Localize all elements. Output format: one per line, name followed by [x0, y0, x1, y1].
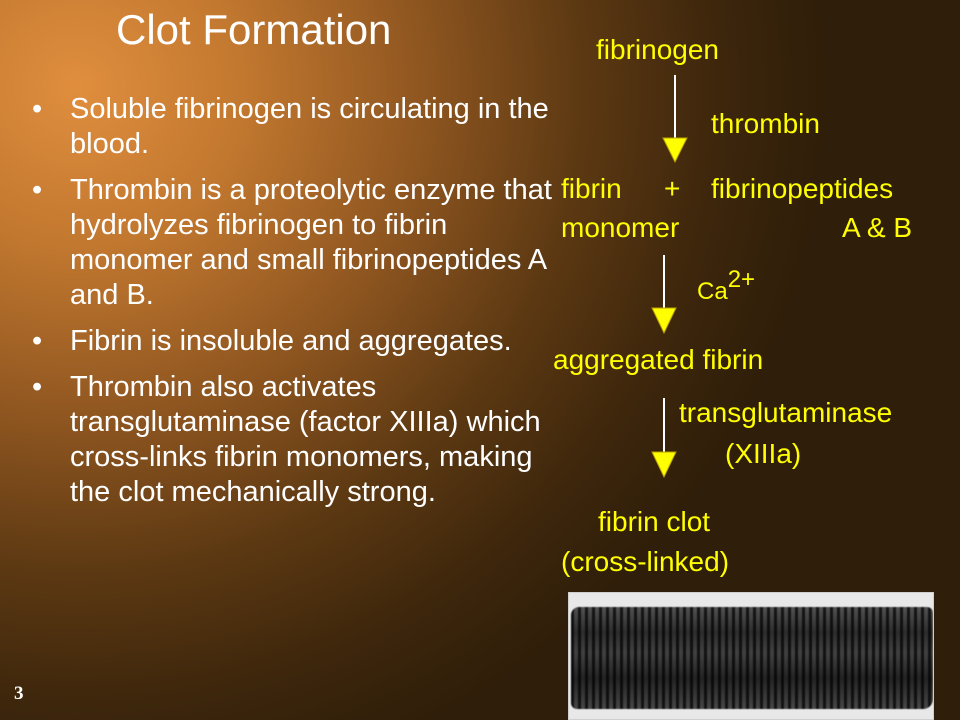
label-plus: + — [664, 173, 681, 204]
bullet-text: Soluble fibrinogen is circulating in the… — [70, 93, 549, 160]
calcium-charge: 2+ — [727, 266, 756, 293]
bullet-dot-icon: • — [32, 325, 43, 357]
label-cross-linked: (cross-linked) — [561, 546, 730, 577]
label-calcium: Ca2+ — [697, 268, 755, 304]
bullet-item: • Thrombin also activates transglutaminas… — [32, 370, 552, 510]
calcium-symbol: Ca — [697, 278, 728, 305]
label-transglutaminase: transglutaminase — [679, 397, 893, 428]
slide-title: Clot Formation — [116, 6, 392, 53]
arrow-down-icon — [651, 398, 677, 479]
label-xiiia: (XIIIa) — [725, 438, 802, 469]
label-fibrinogen: fibrinogen — [596, 34, 719, 65]
label-fibrin-clot: fibrin clot — [598, 506, 711, 537]
bullet-dot-icon: • — [32, 371, 43, 403]
fibrin-micrograph-image — [568, 592, 934, 720]
arrow-down-icon — [662, 75, 688, 164]
label-aggregated-fibrin: aggregated fibrin — [553, 344, 764, 375]
page-number: 3 — [14, 683, 24, 704]
bullet-item: • Thrombin is a proteolytic enzyme that h… — [32, 173, 552, 313]
bullet-item: • Soluble fibrinogen is circulating in th… — [32, 92, 552, 162]
bullet-dot-icon: • — [32, 174, 43, 206]
fibrin-fiber — [571, 607, 933, 709]
bullet-text: Thrombin also activates transglutaminase… — [70, 371, 541, 508]
label-a-and-b: A & B — [842, 212, 913, 243]
arrow-down-icon — [651, 255, 677, 335]
bullet-text: Thrombin is a proteolytic enzyme that hy… — [70, 174, 552, 311]
bullet-item: • Fibrin is insoluble and aggregates. — [32, 324, 552, 359]
label-thrombin: thrombin — [711, 108, 820, 139]
bullet-text: Fibrin is insoluble and aggregates. — [70, 325, 512, 357]
label-fibrinopeptides: fibrinopeptides — [711, 173, 894, 204]
label-monomer: monomer — [561, 212, 680, 243]
bullet-list: • Soluble fibrinogen is circulating in th… — [32, 92, 552, 521]
label-fibrin: fibrin — [561, 173, 622, 204]
bullet-dot-icon: • — [32, 93, 43, 125]
